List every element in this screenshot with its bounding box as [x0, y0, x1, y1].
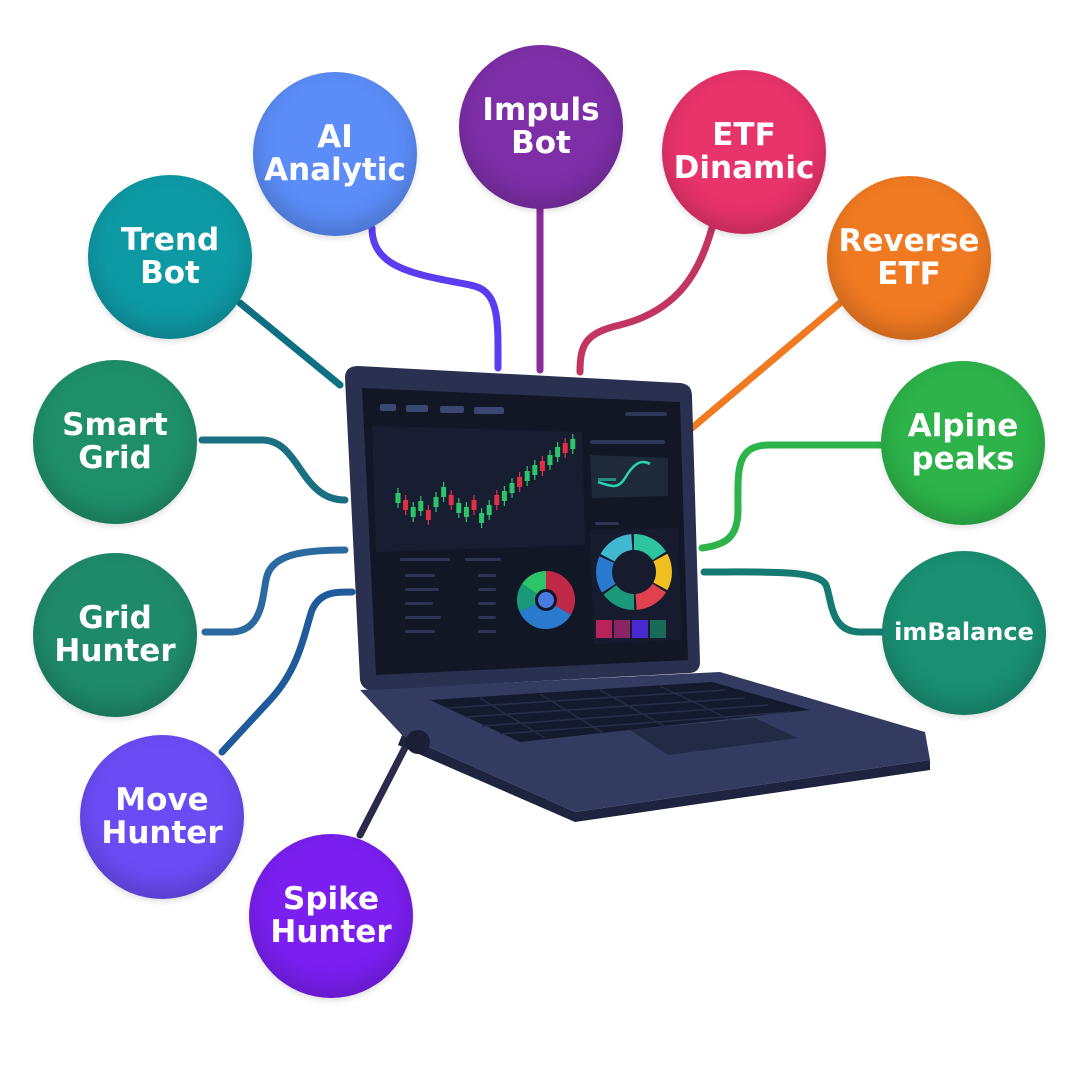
- candle-body: [517, 477, 523, 487]
- node-alpine-peaks-label: Alpine peaks: [907, 407, 1019, 477]
- connector-grid-hunter: [201, 546, 349, 636]
- node-reverse-etf[interactable]: Reverse ETF: [827, 176, 991, 340]
- line-chart-panel: [590, 455, 668, 498]
- candle-body: [418, 501, 424, 511]
- connector-smart-grid: [198, 436, 349, 504]
- laptop: [345, 366, 930, 822]
- candle-body: [524, 471, 530, 481]
- connectors: [198, 201, 886, 839]
- candle-body: [532, 465, 538, 475]
- candle-body: [441, 487, 447, 497]
- node-impuls-bot-label: Impuls Bot: [482, 91, 600, 161]
- connector-alpine-peaks: [698, 441, 884, 552]
- candle-body: [395, 493, 401, 503]
- node-imbalance[interactable]: imBalance: [882, 551, 1046, 715]
- candle-body: [403, 500, 409, 510]
- node-move-hunter[interactable]: Move Hunter: [80, 735, 244, 899]
- node-smart-grid[interactable]: Smart Grid: [33, 360, 197, 524]
- candle-body: [494, 495, 500, 505]
- node-trend-bot[interactable]: Trend Bot: [88, 175, 252, 339]
- node-ai-analytic[interactable]: AI Analytic: [253, 72, 417, 236]
- node-trend-bot-label: Trend Bot: [120, 221, 220, 291]
- candle-body: [547, 455, 553, 465]
- candlesticks: [395, 434, 576, 528]
- candle-body: [570, 439, 576, 449]
- candlestick-panel: [372, 426, 585, 552]
- node-impuls-bot[interactable]: Impuls Bot: [459, 45, 623, 209]
- candle-body: [479, 513, 485, 523]
- connector-reverse-etf: [688, 299, 844, 432]
- node-spike-hunter-label: Spike Hunter: [270, 880, 392, 950]
- node-reverse-etf-label: Reverse ETF: [838, 222, 980, 292]
- color-swatches: [596, 620, 666, 638]
- node-grid-hunter-label: Grid Hunter: [54, 599, 176, 669]
- node-move-hunter-label: Move Hunter: [101, 781, 223, 851]
- connector-spike-hunter: [356, 738, 412, 839]
- panel-title: [590, 440, 665, 444]
- candle-body: [425, 510, 431, 520]
- candle-body: [471, 500, 477, 510]
- candle-body: [562, 443, 568, 453]
- candle-body: [433, 497, 439, 507]
- table-panel: [400, 558, 501, 633]
- candle-body: [509, 483, 515, 493]
- donut-chart-small: [517, 571, 575, 629]
- port-plug: [406, 730, 430, 754]
- connector-trend-bot: [236, 299, 344, 389]
- node-etf-dinamic[interactable]: ETF Dinamic: [662, 70, 826, 234]
- candle-body: [410, 507, 416, 517]
- candle-body: [463, 507, 469, 517]
- sparkline: [597, 460, 651, 488]
- candle-body: [456, 503, 462, 513]
- candle-body: [555, 447, 561, 457]
- touchpad: [630, 718, 798, 755]
- node-spike-hunter[interactable]: Spike Hunter: [249, 834, 413, 998]
- node-alpine-peaks[interactable]: Alpine peaks: [881, 361, 1045, 525]
- connector-imbalance: [700, 568, 886, 636]
- node-grid-hunter[interactable]: Grid Hunter: [33, 553, 197, 717]
- node-imbalance-label: imBalance: [894, 618, 1034, 647]
- node-ai-analytic-label: AI Analytic: [264, 118, 406, 188]
- candle-body: [539, 461, 545, 471]
- candle-body: [486, 505, 492, 515]
- node-smart-grid-label: Smart Grid: [62, 406, 168, 476]
- keyboard-keys: [446, 685, 791, 739]
- keyboard: [430, 682, 810, 742]
- node-etf-dinamic-label: ETF Dinamic: [673, 116, 815, 186]
- candle-body: [501, 491, 507, 501]
- connector-etf-dinamic: [576, 224, 716, 376]
- candle-body: [448, 495, 454, 505]
- connector-move-hunter: [218, 588, 356, 756]
- dashboard-topbar: [380, 404, 667, 416]
- donut-chart-large: [596, 534, 672, 610]
- laptop-base-edge: [398, 735, 930, 822]
- connector-ai-analytic: [368, 224, 502, 372]
